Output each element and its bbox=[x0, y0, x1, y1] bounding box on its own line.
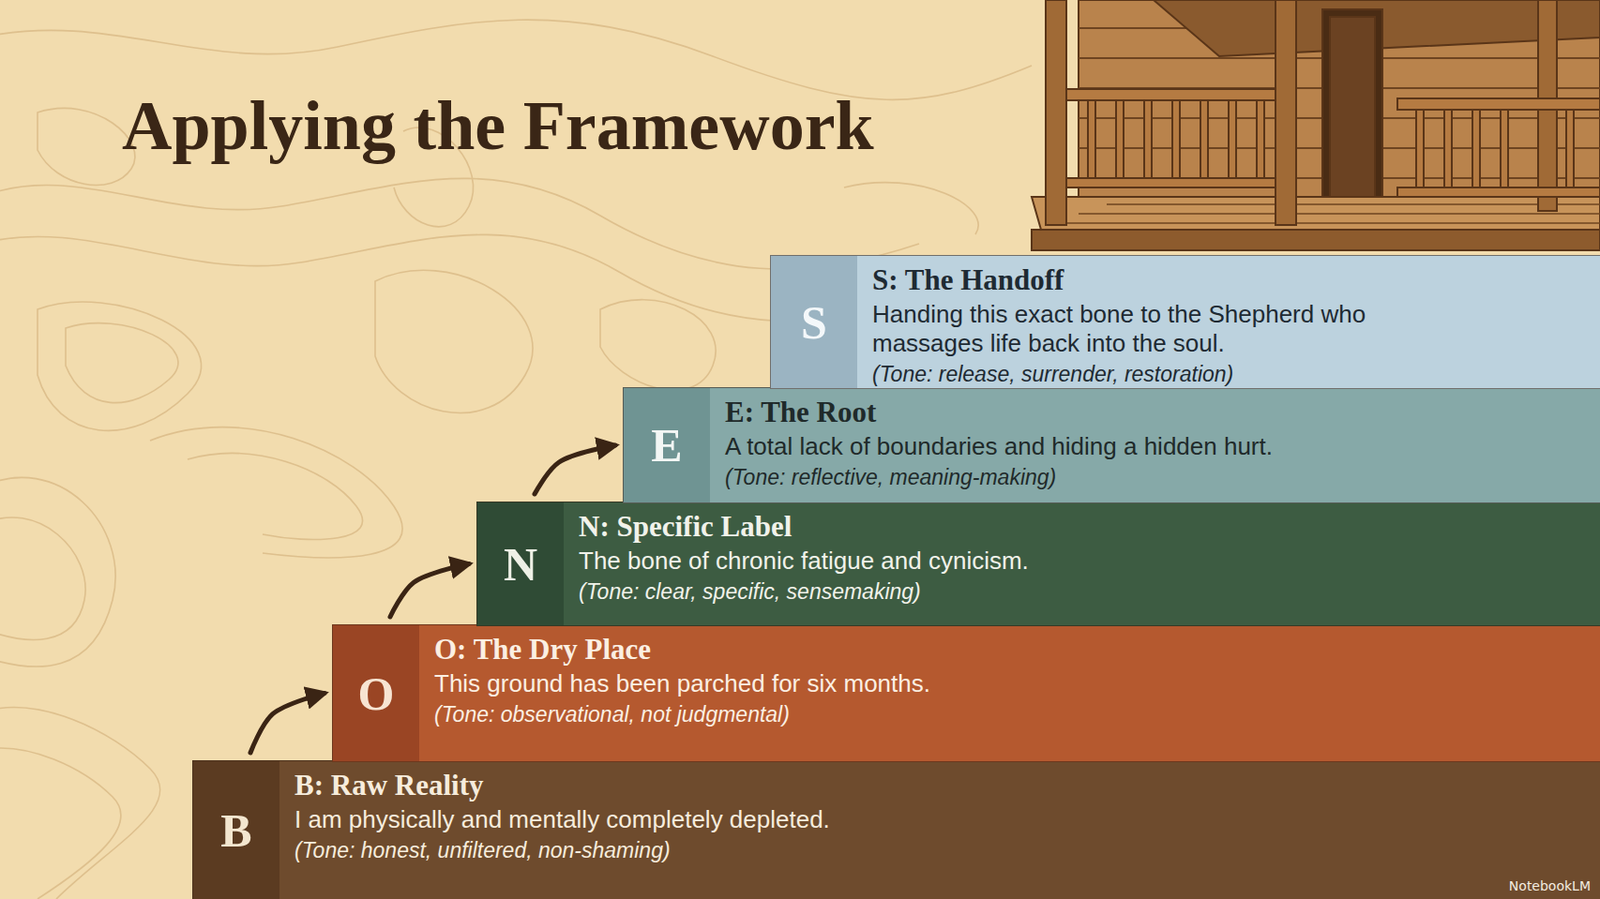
step-content: B: Raw RealityI am physically and mental… bbox=[279, 761, 846, 899]
title: Applying the Framework bbox=[121, 86, 875, 167]
step-heading: B: Raw Reality bbox=[294, 769, 831, 803]
step-band: N N: Specific LabelThe bone of chronic fa… bbox=[476, 501, 1600, 627]
step-arrow bbox=[534, 445, 616, 495]
letter-column: B bbox=[193, 761, 280, 899]
step-band: O O: The Dry PlaceThis ground has been pa… bbox=[332, 624, 1600, 763]
letter-column: O bbox=[332, 625, 420, 762]
watermark: NotebookLM bbox=[1509, 878, 1591, 894]
step-arrow bbox=[250, 694, 325, 755]
step-arrow bbox=[390, 564, 469, 619]
step-band: S S: The HandoffHanding this exact bone t… bbox=[769, 255, 1600, 390]
step-tone: (Tone: honest, unfiltered, non-shaming) bbox=[294, 837, 831, 865]
step-band: B B: Raw RealityI am physically and menta… bbox=[192, 760, 1600, 899]
letter-column: S bbox=[770, 256, 858, 389]
step-content: O: The Dry PlaceThis ground has been par… bbox=[419, 625, 946, 762]
step-tone: (Tone: clear, specific, sensemaking) bbox=[578, 578, 1029, 606]
step-body: A total lack of boundaries and hiding a … bbox=[724, 432, 1273, 462]
step-letter: O bbox=[358, 666, 395, 722]
step-heading: E: The Root bbox=[724, 395, 1273, 430]
step-tone: (Tone: reflective, meaning-making) bbox=[724, 464, 1273, 492]
step-body: The bone of chronic fatigue and cynicism… bbox=[578, 546, 1029, 576]
step-letter: S bbox=[800, 295, 828, 350]
step-band: E E: The RootA total lack of boundaries a… bbox=[622, 387, 1600, 504]
step-heading: N: Specific Label bbox=[578, 510, 1029, 544]
step-tone: (Tone: release, surrender, restoration) bbox=[872, 361, 1473, 389]
step-content: N: Specific LabelThe bone of chronic fat… bbox=[563, 502, 1044, 626]
step-body: This ground has been parched for six mon… bbox=[434, 669, 931, 699]
step-letter: N bbox=[503, 537, 538, 592]
step-letter: E bbox=[650, 418, 682, 473]
letter-column: E bbox=[623, 388, 710, 503]
step-content: E: The RootA total lack of boundaries an… bbox=[709, 388, 1288, 503]
step-content: S: The HandoffHanding this exact bone to… bbox=[857, 256, 1488, 389]
step-body: Handing this exact bone to the Shepherd … bbox=[872, 300, 1473, 359]
step-heading: S: The Handoff bbox=[872, 263, 1473, 298]
step-heading: O: The Dry Place bbox=[434, 633, 931, 667]
step-tone: (Tone: observational, not judgmental) bbox=[434, 701, 931, 729]
letter-column: N bbox=[477, 502, 564, 626]
step-body: I am physically and mentally completely … bbox=[294, 805, 831, 835]
step-letter: B bbox=[220, 803, 252, 859]
